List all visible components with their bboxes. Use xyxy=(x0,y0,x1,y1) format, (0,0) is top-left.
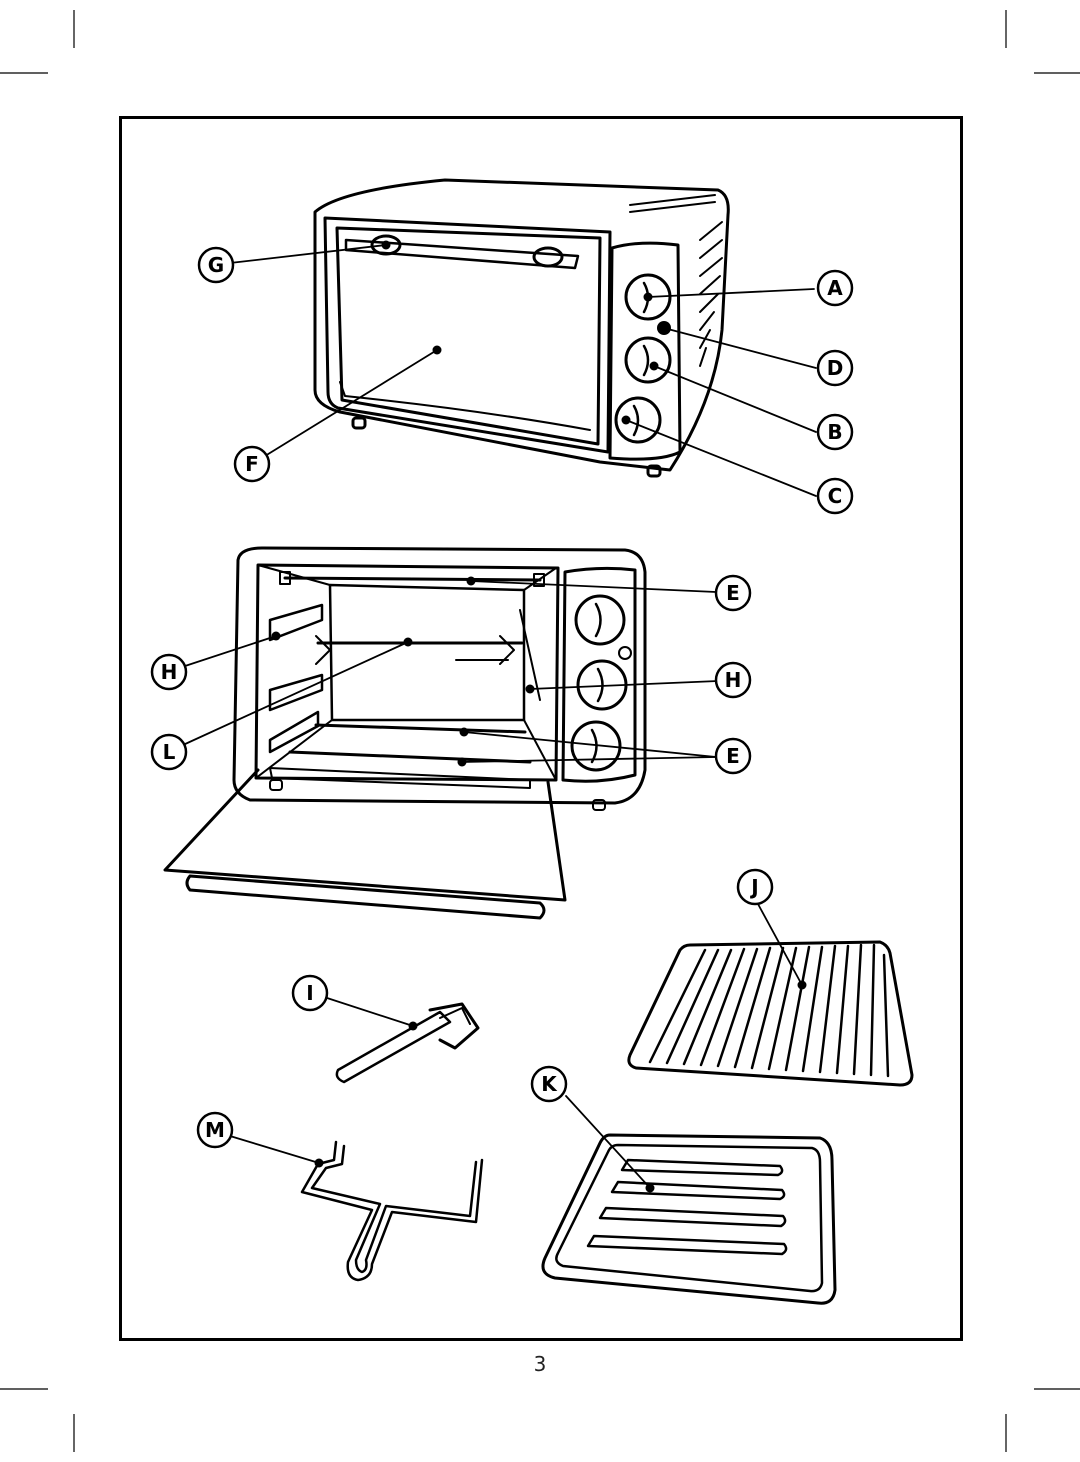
anchor-dot-f xyxy=(432,345,442,355)
anchor-dot-l xyxy=(403,637,413,647)
diagram-frame xyxy=(119,116,963,1341)
indicator-light-d xyxy=(657,321,671,335)
callout-h-right: H xyxy=(725,668,742,692)
baking-tray-illustration xyxy=(541,1133,837,1305)
anchor-dot-e-bottom xyxy=(457,757,467,767)
rotisserie-fork-illustration xyxy=(335,1002,480,1084)
anchor-dot-g xyxy=(381,240,391,250)
callout-d: D xyxy=(827,356,844,380)
anchor-dot-i xyxy=(408,1021,418,1031)
callout-i: I xyxy=(306,981,313,1005)
anchor-dot-j xyxy=(797,980,807,990)
page-number: 3 xyxy=(533,1352,547,1376)
callout-e-top: E xyxy=(726,581,740,605)
anchor-dot-e-top xyxy=(466,576,476,586)
callout-l: L xyxy=(163,740,176,764)
wire-rack-illustration xyxy=(627,940,914,1087)
anchor-dot-k xyxy=(645,1183,655,1193)
callout-k: K xyxy=(541,1072,558,1096)
callout-g: G xyxy=(208,253,224,277)
anchor-dot-m xyxy=(314,1158,324,1168)
callout-b: B xyxy=(827,420,842,444)
anchor-dot-c xyxy=(621,415,631,425)
anchor-dot-h-right xyxy=(525,684,535,694)
leader-lines xyxy=(181,244,817,1189)
anchor-dot-e-mid xyxy=(459,727,469,737)
callout-m: M xyxy=(205,1118,225,1142)
oven-open-illustration xyxy=(163,546,647,920)
callout-a: A xyxy=(827,276,843,300)
callout-circles xyxy=(150,246,854,1149)
callout-f: F xyxy=(245,452,259,476)
oven-closed-illustration xyxy=(313,178,730,478)
callout-h-left: H xyxy=(161,660,178,684)
callout-j: J xyxy=(749,875,758,899)
anchor-dot-h-left xyxy=(271,631,281,641)
callout-e-bottom: E xyxy=(726,744,740,768)
callout-c: C xyxy=(828,484,843,508)
anchor-dot-a xyxy=(643,292,653,302)
rack-handle-illustration xyxy=(300,1140,484,1282)
anchor-dot-b xyxy=(649,361,659,371)
callout-labels: G A D B C F E H H L E J I K M xyxy=(161,253,844,1142)
anchor-dots xyxy=(271,240,807,1193)
